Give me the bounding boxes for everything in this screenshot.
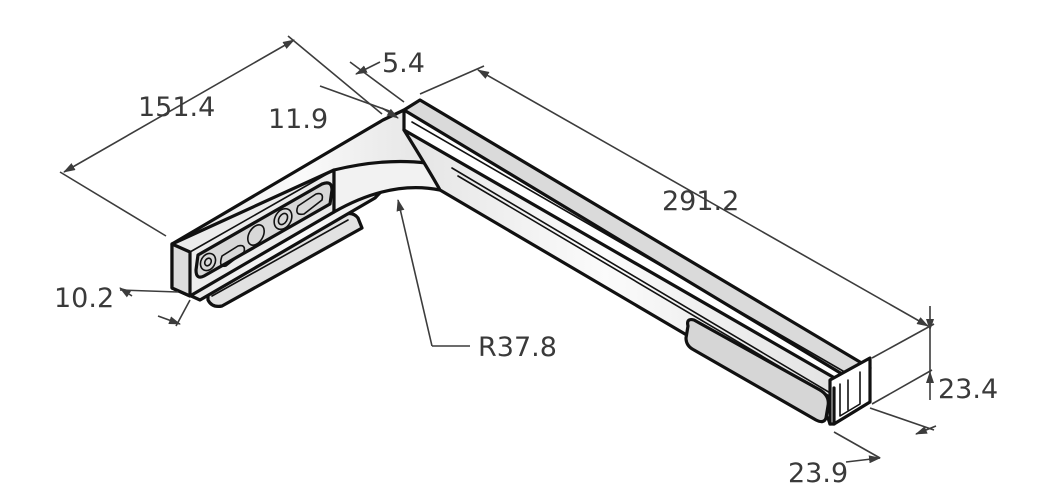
long-arm-top-flange: [402, 98, 872, 382]
short-arm-end-cap: [170, 242, 192, 298]
dim-label-23-9: 23.9: [788, 458, 848, 489]
dimension-labels: 151.4 5.4 11.9 291.2 10.2 R37.8 23.4 23.…: [54, 48, 998, 489]
short-arm-holes: [199, 192, 324, 272]
dim-label-151-4: 151.4: [138, 92, 215, 123]
dim-label-5-4: 5.4: [382, 48, 425, 79]
dimension-lines: [59, 35, 937, 464]
dim-label-23-4: 23.4: [938, 374, 998, 405]
dim-label-11-9: 11.9: [268, 104, 328, 135]
bracket-part: [170, 98, 872, 426]
dim-label-291-2: 291.2: [662, 186, 739, 217]
dim-label-r37-8: R37.8: [478, 332, 557, 363]
dim-label-10-2: 10.2: [54, 283, 114, 314]
